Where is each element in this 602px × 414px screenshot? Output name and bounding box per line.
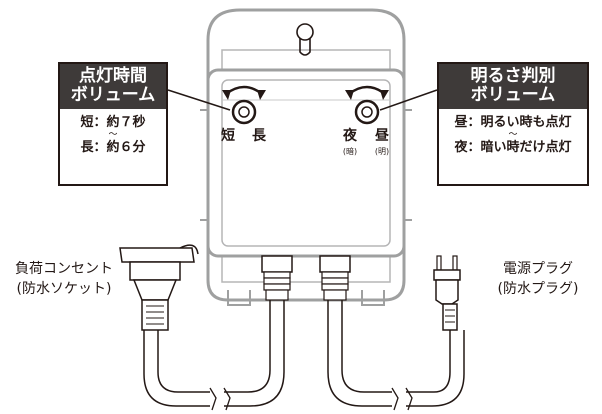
keyhole-icon	[296, 23, 314, 56]
front-panel	[206, 68, 406, 258]
left-cable-break-icon	[209, 387, 231, 411]
knob-label-short: 短	[221, 128, 235, 144]
timer-knob-icon	[231, 99, 257, 125]
brightness-leader-line	[379, 89, 438, 111]
timer-leader-line	[167, 89, 231, 111]
outlet-label-line2: (防水ソケット)	[16, 281, 112, 297]
timer-title-line2: ボリューム	[70, 85, 156, 105]
plug-label-line2: (防水プラグ)	[497, 281, 579, 297]
plug-icon	[433, 255, 461, 331]
knob-sub-night: (暗)	[342, 147, 358, 156]
knob-label-night: 夜	[343, 128, 357, 144]
brightness-tilde: 〜	[508, 130, 518, 140]
timer-volume-callout: 点灯時間 ボリューム 短：約７秒 〜 長：約６分	[58, 62, 168, 186]
plug-label: 電源プラグ (防水プラグ)	[474, 259, 602, 299]
right-cable-gland	[319, 255, 351, 301]
brightness-day-line: 昼：明るい時も点灯	[454, 115, 572, 130]
timer-tilde: 〜	[108, 130, 118, 140]
brightness-callout-body: 昼：明るい時も点灯 〜 夜：暗い時だけ点灯	[439, 109, 587, 160]
timer-callout-header: 点灯時間 ボリューム	[60, 64, 166, 109]
timer-rotate-arrow-icon	[222, 85, 266, 100]
brightness-volume-callout: 明るさ判別 ボリューム 昼：明るい時も点灯 〜 夜：暗い時だけ点灯	[437, 62, 589, 186]
timer-long-line: 長：約６分	[80, 140, 146, 155]
plug-label-line1: 電源プラグ	[503, 261, 573, 277]
brightness-rotate-arrow-icon	[345, 85, 389, 100]
knob-label-long: 長	[252, 128, 266, 144]
knob-sub-day: (明)	[374, 147, 390, 156]
brightness-title-line2: ボリューム	[470, 85, 556, 105]
brightness-night-line: 夜：暗い時だけ点灯	[454, 140, 572, 155]
outlet-label-line1: 負荷コンセント	[15, 261, 113, 277]
brightness-callout-header: 明るさ判別 ボリューム	[439, 64, 587, 109]
brightness-title-line1: 明るさ判別	[470, 66, 556, 86]
right-cable-break-icon	[391, 387, 413, 411]
knob-label-day: 昼	[375, 128, 389, 144]
timer-callout-body: 短：約７秒 〜 長：約６分	[60, 109, 166, 160]
outlet-icon	[119, 244, 199, 331]
outlet-label: 負荷コンセント (防水ソケット)	[6, 259, 122, 299]
timer-short-line: 短：約７秒	[80, 115, 146, 130]
brightness-knob-icon	[354, 99, 380, 125]
timer-title-line1: 点灯時間	[79, 66, 147, 86]
left-cable-gland	[261, 255, 293, 301]
